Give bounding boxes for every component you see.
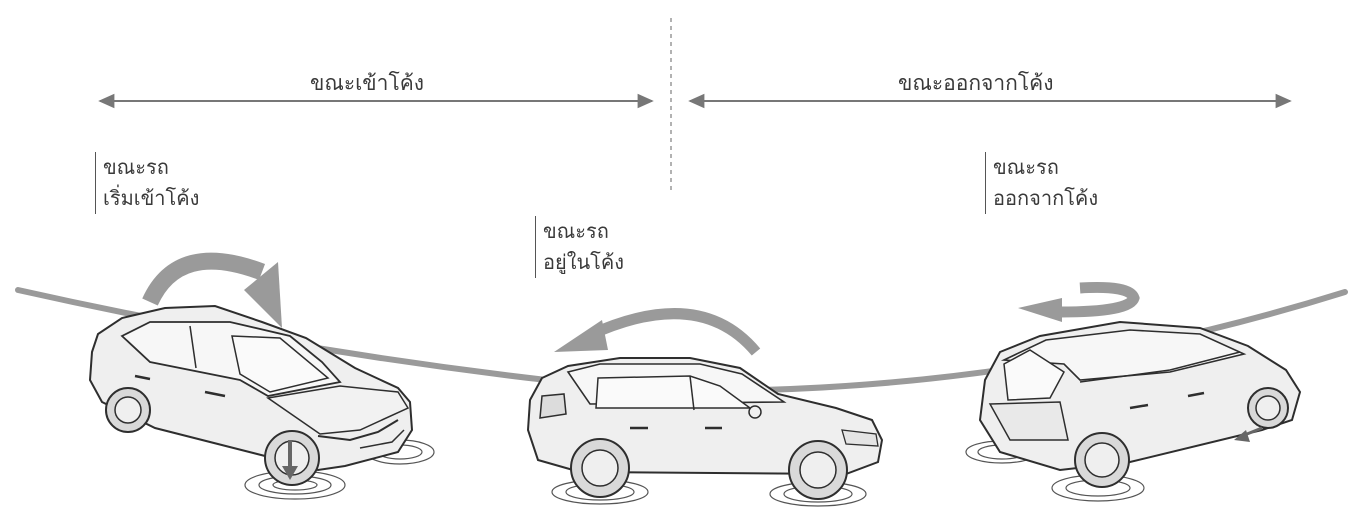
phase-label-entering: ขณะเข้าโค้ง	[310, 71, 425, 95]
stage-label-in-curve: ขณะรถ อยู่ในโค้ง	[535, 216, 624, 278]
stage-label-exiting: ขณะรถ ออกจากโค้ง	[985, 152, 1098, 214]
car-entering-curve	[88, 304, 435, 500]
counter-rotation-arrow-icon	[1018, 282, 1140, 322]
stage-label-line2: ออกจากโค้ง	[993, 186, 1099, 210]
stage-label-line2: เริ่มเข้าโค้ง	[103, 186, 200, 210]
arrow-down-icon	[282, 440, 298, 480]
stage-label-line2: อยู่ในโค้ง	[543, 250, 625, 274]
arrow-small-icon	[1234, 426, 1263, 442]
car-exiting-curve	[965, 320, 1302, 502]
stage-label-start-entering: ขณะรถ เริ่มเข้าโค้ง	[95, 152, 199, 214]
car-in-curve	[526, 357, 884, 507]
stage-label-line1: ขณะรถ	[103, 155, 169, 179]
phase-label-exiting: ขณะออกจากโค้ง	[898, 71, 1054, 95]
pitch-forward-arrow-icon	[142, 252, 282, 328]
stage-label-line1: ขณะรถ	[993, 155, 1059, 179]
stage-label-line1: ขณะรถ	[543, 219, 609, 243]
roll-arrow-icon	[554, 308, 761, 356]
